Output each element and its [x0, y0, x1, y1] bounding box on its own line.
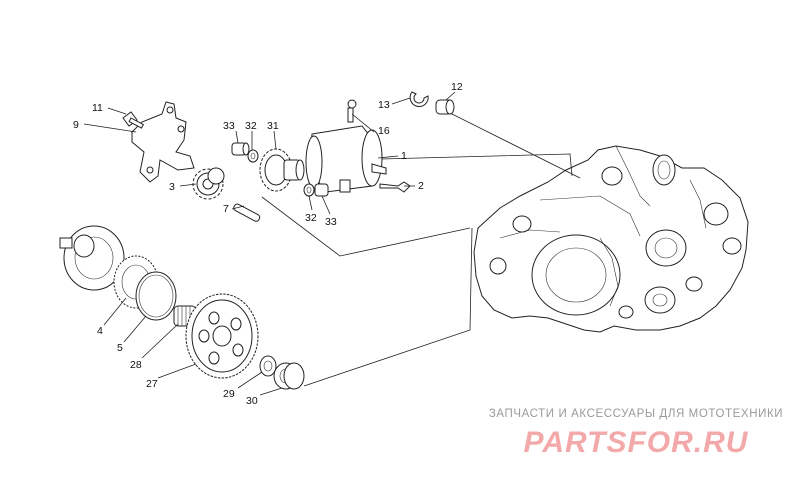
callout-33-lower: 33 [325, 216, 337, 228]
callout-7: 7 [223, 203, 229, 215]
watermark: ЗАПЧАСТИ И АКСЕССУАРЫ ДЛЯ МОТОТЕХНИКИ PA… [489, 408, 783, 459]
callout-27: 27 [146, 378, 158, 390]
starter-motor-drawing [305, 99, 411, 193]
connection-lines [261, 111, 581, 387]
callout-28: 28 [130, 359, 142, 371]
callout-1: 1 [401, 150, 407, 162]
idler-gear-drawing [192, 167, 225, 200]
watermark-subtitle: ЗАПЧАСТИ И АКСЕССУАРЫ ДЛЯ МОТОТЕХНИКИ [489, 408, 783, 420]
crankcase-drawing [473, 145, 749, 333]
callout-29: 29 [223, 388, 235, 400]
callout-13: 13 [378, 99, 390, 111]
callout-31: 31 [267, 120, 279, 132]
bushing-washer-upper [231, 142, 259, 163]
reduction-gear-drawing [259, 148, 305, 192]
callout-2: 2 [418, 180, 424, 192]
callout-labels: 11 9 3 7 33 32 31 16 1 2 13 12 32 33 4 5… [73, 81, 463, 407]
callout-5: 5 [117, 342, 123, 354]
callout-32-lower: 32 [305, 212, 317, 224]
watermark-brand: PARTSFOR.RU [524, 426, 749, 459]
callout-33-upper: 33 [223, 120, 235, 132]
callout-32-upper: 32 [245, 120, 257, 132]
circlip-bushing-drawing [409, 91, 455, 115]
callout-11: 11 [92, 102, 103, 114]
freewheel-ring-drawing [113, 255, 177, 321]
bushing-washer-lower [303, 183, 329, 197]
callout-12: 12 [451, 81, 463, 93]
callout-leaders [83, 91, 456, 396]
shaft-pin-drawing [233, 203, 261, 222]
callout-3: 3 [169, 181, 175, 193]
callout-4: 4 [97, 325, 103, 337]
callout-9: 9 [73, 119, 79, 131]
washer-bearing-drawing [259, 355, 305, 390]
callout-30: 30 [246, 395, 258, 407]
bracket-drawing [122, 101, 195, 183]
driven-gear-drawing [185, 293, 259, 379]
flywheel-drawing [59, 225, 125, 291]
callout-16: 16 [378, 125, 390, 137]
